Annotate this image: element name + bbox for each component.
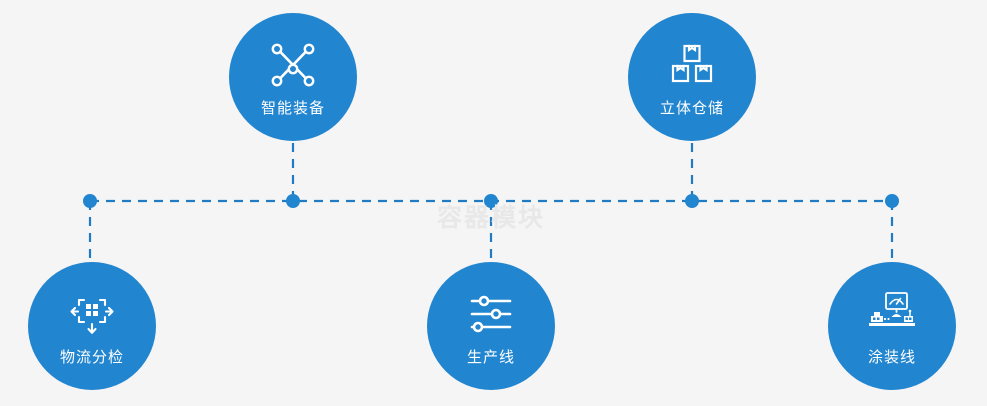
node-label: 涂装线 xyxy=(867,347,916,366)
network-nodes-icon xyxy=(267,39,319,91)
stacked-boxes-icon xyxy=(666,39,718,91)
junction-dot xyxy=(885,194,899,208)
node-production-line[interactable]: 生产线 xyxy=(427,262,555,390)
node-label: 物流分检 xyxy=(59,347,124,366)
junction-dot xyxy=(286,194,300,208)
node-label: 立体仓储 xyxy=(659,98,724,117)
sorting-distribution-icon xyxy=(66,288,118,340)
watermark-text: 容器模块 xyxy=(437,203,546,232)
node-stereo-warehouse[interactable]: 立体仓储 xyxy=(628,13,756,141)
node-label: 生产线 xyxy=(466,347,515,366)
sliders-icon xyxy=(465,288,517,340)
node-logistics-sorting[interactable]: 物流分检 xyxy=(28,262,156,390)
junction-dot xyxy=(83,194,97,208)
node-smart-equipment[interactable]: 智能装备 xyxy=(229,13,357,141)
node-label: 智能装备 xyxy=(260,98,325,117)
junction-dot xyxy=(484,194,498,208)
junction-dot xyxy=(685,194,699,208)
node-coating-line[interactable]: 涂装线 xyxy=(828,262,956,390)
coating-machine-icon xyxy=(866,288,918,340)
